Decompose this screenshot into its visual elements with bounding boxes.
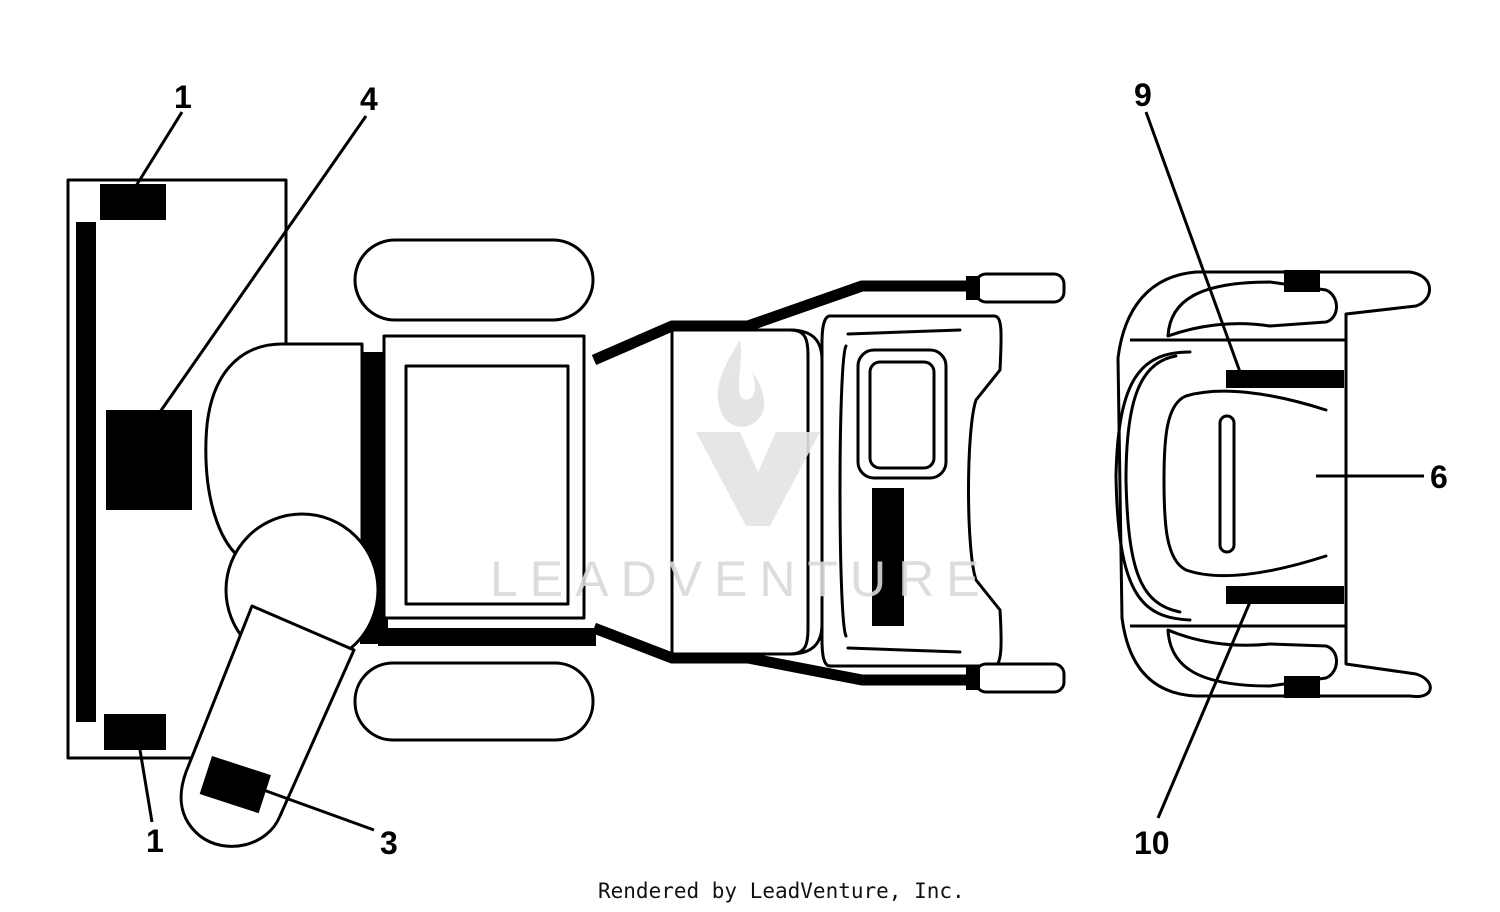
tire-rear-upper [353, 238, 595, 322]
leader-1-top [134, 111, 184, 187]
hood-stripe [872, 488, 904, 626]
fender-hump [204, 342, 364, 558]
callout-1-bottom: 1 [146, 823, 164, 859]
front-bumper-shell [1116, 270, 1432, 698]
callout-4: 4 [360, 81, 378, 117]
hood-nose-decal-6 [1162, 389, 1328, 578]
decal-3 [199, 756, 271, 814]
grille-arc-outer [1114, 350, 1192, 622]
decal-10 [1226, 586, 1344, 604]
top-shoulder [1166, 280, 1338, 338]
foot-deck-inner [404, 364, 570, 606]
callout-1-top: 1 [174, 79, 192, 115]
frame-rail-lower [592, 622, 972, 686]
watermark-v-icon [696, 432, 820, 526]
hopper-edge-strip [76, 222, 96, 722]
bottom-shoulder [1166, 628, 1338, 688]
decal-4 [106, 410, 192, 510]
foot-deck-frame [378, 628, 596, 646]
watermark-flame-icon [717, 340, 765, 427]
foot-deck [382, 334, 586, 620]
axle-stub-upper [966, 276, 980, 300]
hood-inner-line [838, 328, 962, 654]
leader-3 [257, 786, 375, 832]
callout-9: 9 [1134, 77, 1152, 113]
leadventure-watermark: LEADVENTURE [490, 340, 992, 607]
frame-rail-upper [591, 280, 972, 366]
tab-top [1284, 270, 1320, 292]
leader-1-bottom [138, 749, 154, 823]
callout-3: 3 [380, 825, 398, 861]
dash-panel-outer [856, 348, 948, 480]
decal-1-top [100, 184, 166, 220]
tab-bottom [1284, 676, 1320, 698]
dash-panel-inner [868, 360, 936, 470]
callout-6: 6 [1430, 459, 1448, 495]
hood-nose-slot [1218, 414, 1236, 554]
decal-9 [1226, 370, 1344, 388]
leader-9 [1144, 111, 1242, 373]
tractor-front-view [1114, 270, 1432, 698]
leader-4 [158, 115, 368, 413]
callout-10: 10 [1134, 825, 1170, 861]
decal-1-bottom [104, 714, 166, 750]
hood [820, 314, 1003, 668]
tractor-top-view [66, 178, 1066, 848]
grille-arc-inner [1124, 354, 1182, 614]
footer-credit: Rendered by LeadVenture, Inc. [598, 879, 965, 903]
tire-rear-lower [353, 661, 595, 742]
leader-10 [1156, 601, 1252, 819]
axle-stub-lower [966, 666, 980, 690]
front-wheel-lower [974, 662, 1066, 694]
front-wheel-upper [974, 272, 1066, 304]
watermark-text: LEADVENTURE [490, 551, 992, 607]
